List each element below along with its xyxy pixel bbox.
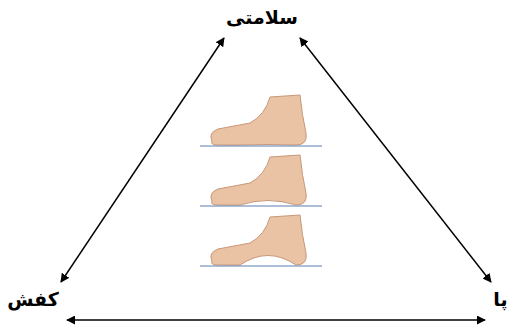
double-arrow [300,38,491,282]
flat-foot [200,95,322,146]
text-node: پا [489,286,512,324]
double-arrow [61,38,224,282]
node-label: کفش [7,288,59,311]
normal-foot [200,155,322,206]
high-arch-foot [200,215,322,266]
text-node: سلامتی [222,4,302,34]
double-arrow [67,319,485,321]
node-label: پا [493,288,507,311]
node-label: سلامتی [226,6,298,29]
text-node: کفش [3,286,63,324]
